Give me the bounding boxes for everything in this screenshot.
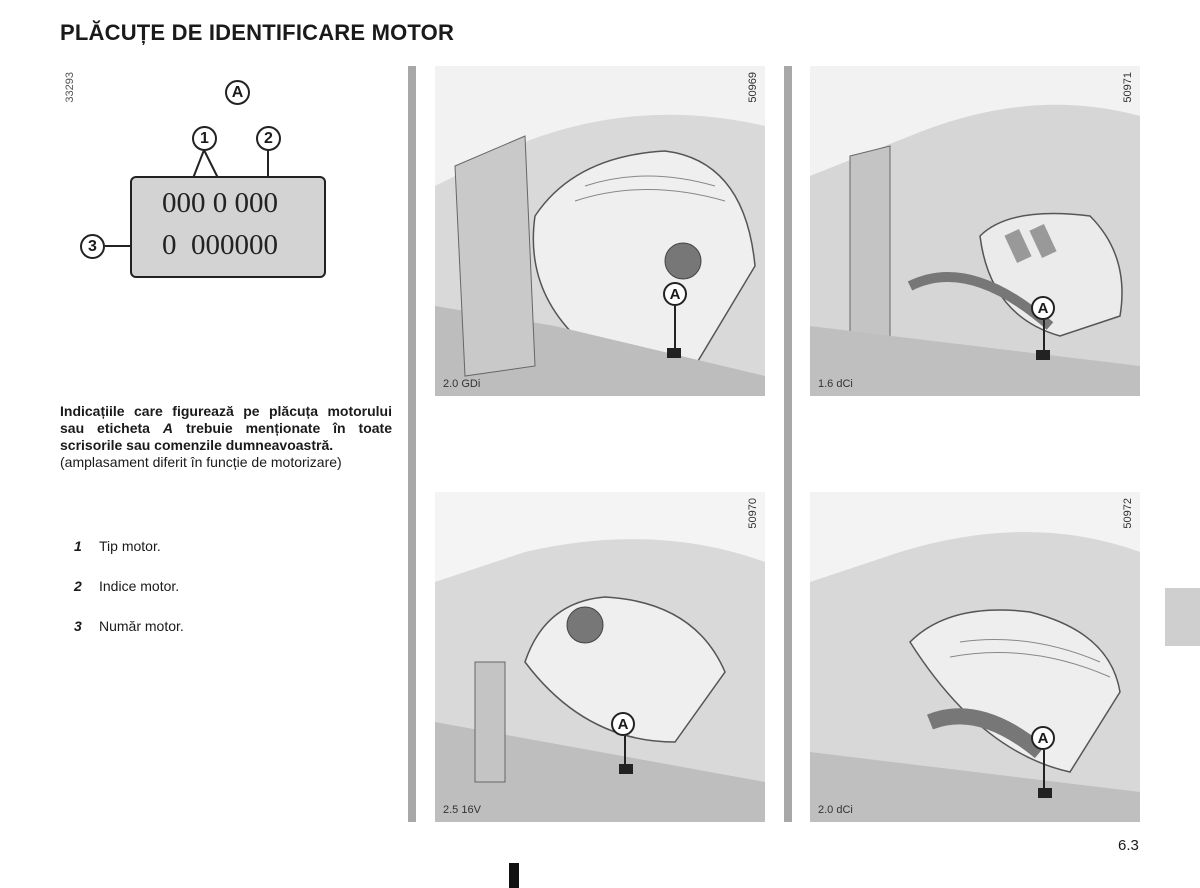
page-number: 6.3 [1118,837,1139,854]
photo-reference-number: 50970 [747,498,759,529]
plate-line-2: 0 000000 [162,229,278,261]
chapter-side-tab [1165,588,1200,646]
photo-reference-number: 50969 [747,72,759,103]
engine-photo-2: 50971 A 1.6 dCi [810,66,1140,396]
page-title: PLĂCUȚE DE IDENTIFICARE MOTOR [60,20,455,45]
bottom-crop-mark [509,863,519,888]
engine-photo-3: 50970 A 2.5 16V [435,492,765,822]
callout-2: 2 [256,126,281,151]
info-bold-paragraph: Indicațiile care figurează pe plăcuța mo… [60,403,392,453]
column-bar-left [408,66,416,822]
info-normal-paragraph: (amplasament diferit în funcție de motor… [60,454,342,470]
callout-1: 1 [192,126,217,151]
callout-3: 3 [80,234,105,259]
photo-callout-a: A [663,282,687,306]
info-text: Indicațiile care figurează pe plăcuța mo… [60,403,392,471]
photo-callout-a: A [1031,296,1055,320]
engine-label: 1.6 dCi [818,378,853,390]
photo-reference-number: 50972 [1122,498,1134,529]
engine-photo-1: 50969 A 2.0 GDi [435,66,765,396]
callout-a: A [225,80,250,105]
engine-id-plate [130,176,326,278]
engine-label: 2.0 GDi [443,378,481,390]
plate-line-1: 000 0 000 [162,187,278,219]
photo-reference-number: 50971 [1122,72,1134,103]
photo-callout-a: A [1031,726,1055,750]
photo-callout-a: A [611,712,635,736]
engine-photo-4: 50972 A 2.0 dCi [810,492,1140,822]
engine-label: 2.5 16V [443,804,481,816]
column-bar-middle [784,66,792,822]
engine-label: 2.0 dCi [818,804,853,816]
